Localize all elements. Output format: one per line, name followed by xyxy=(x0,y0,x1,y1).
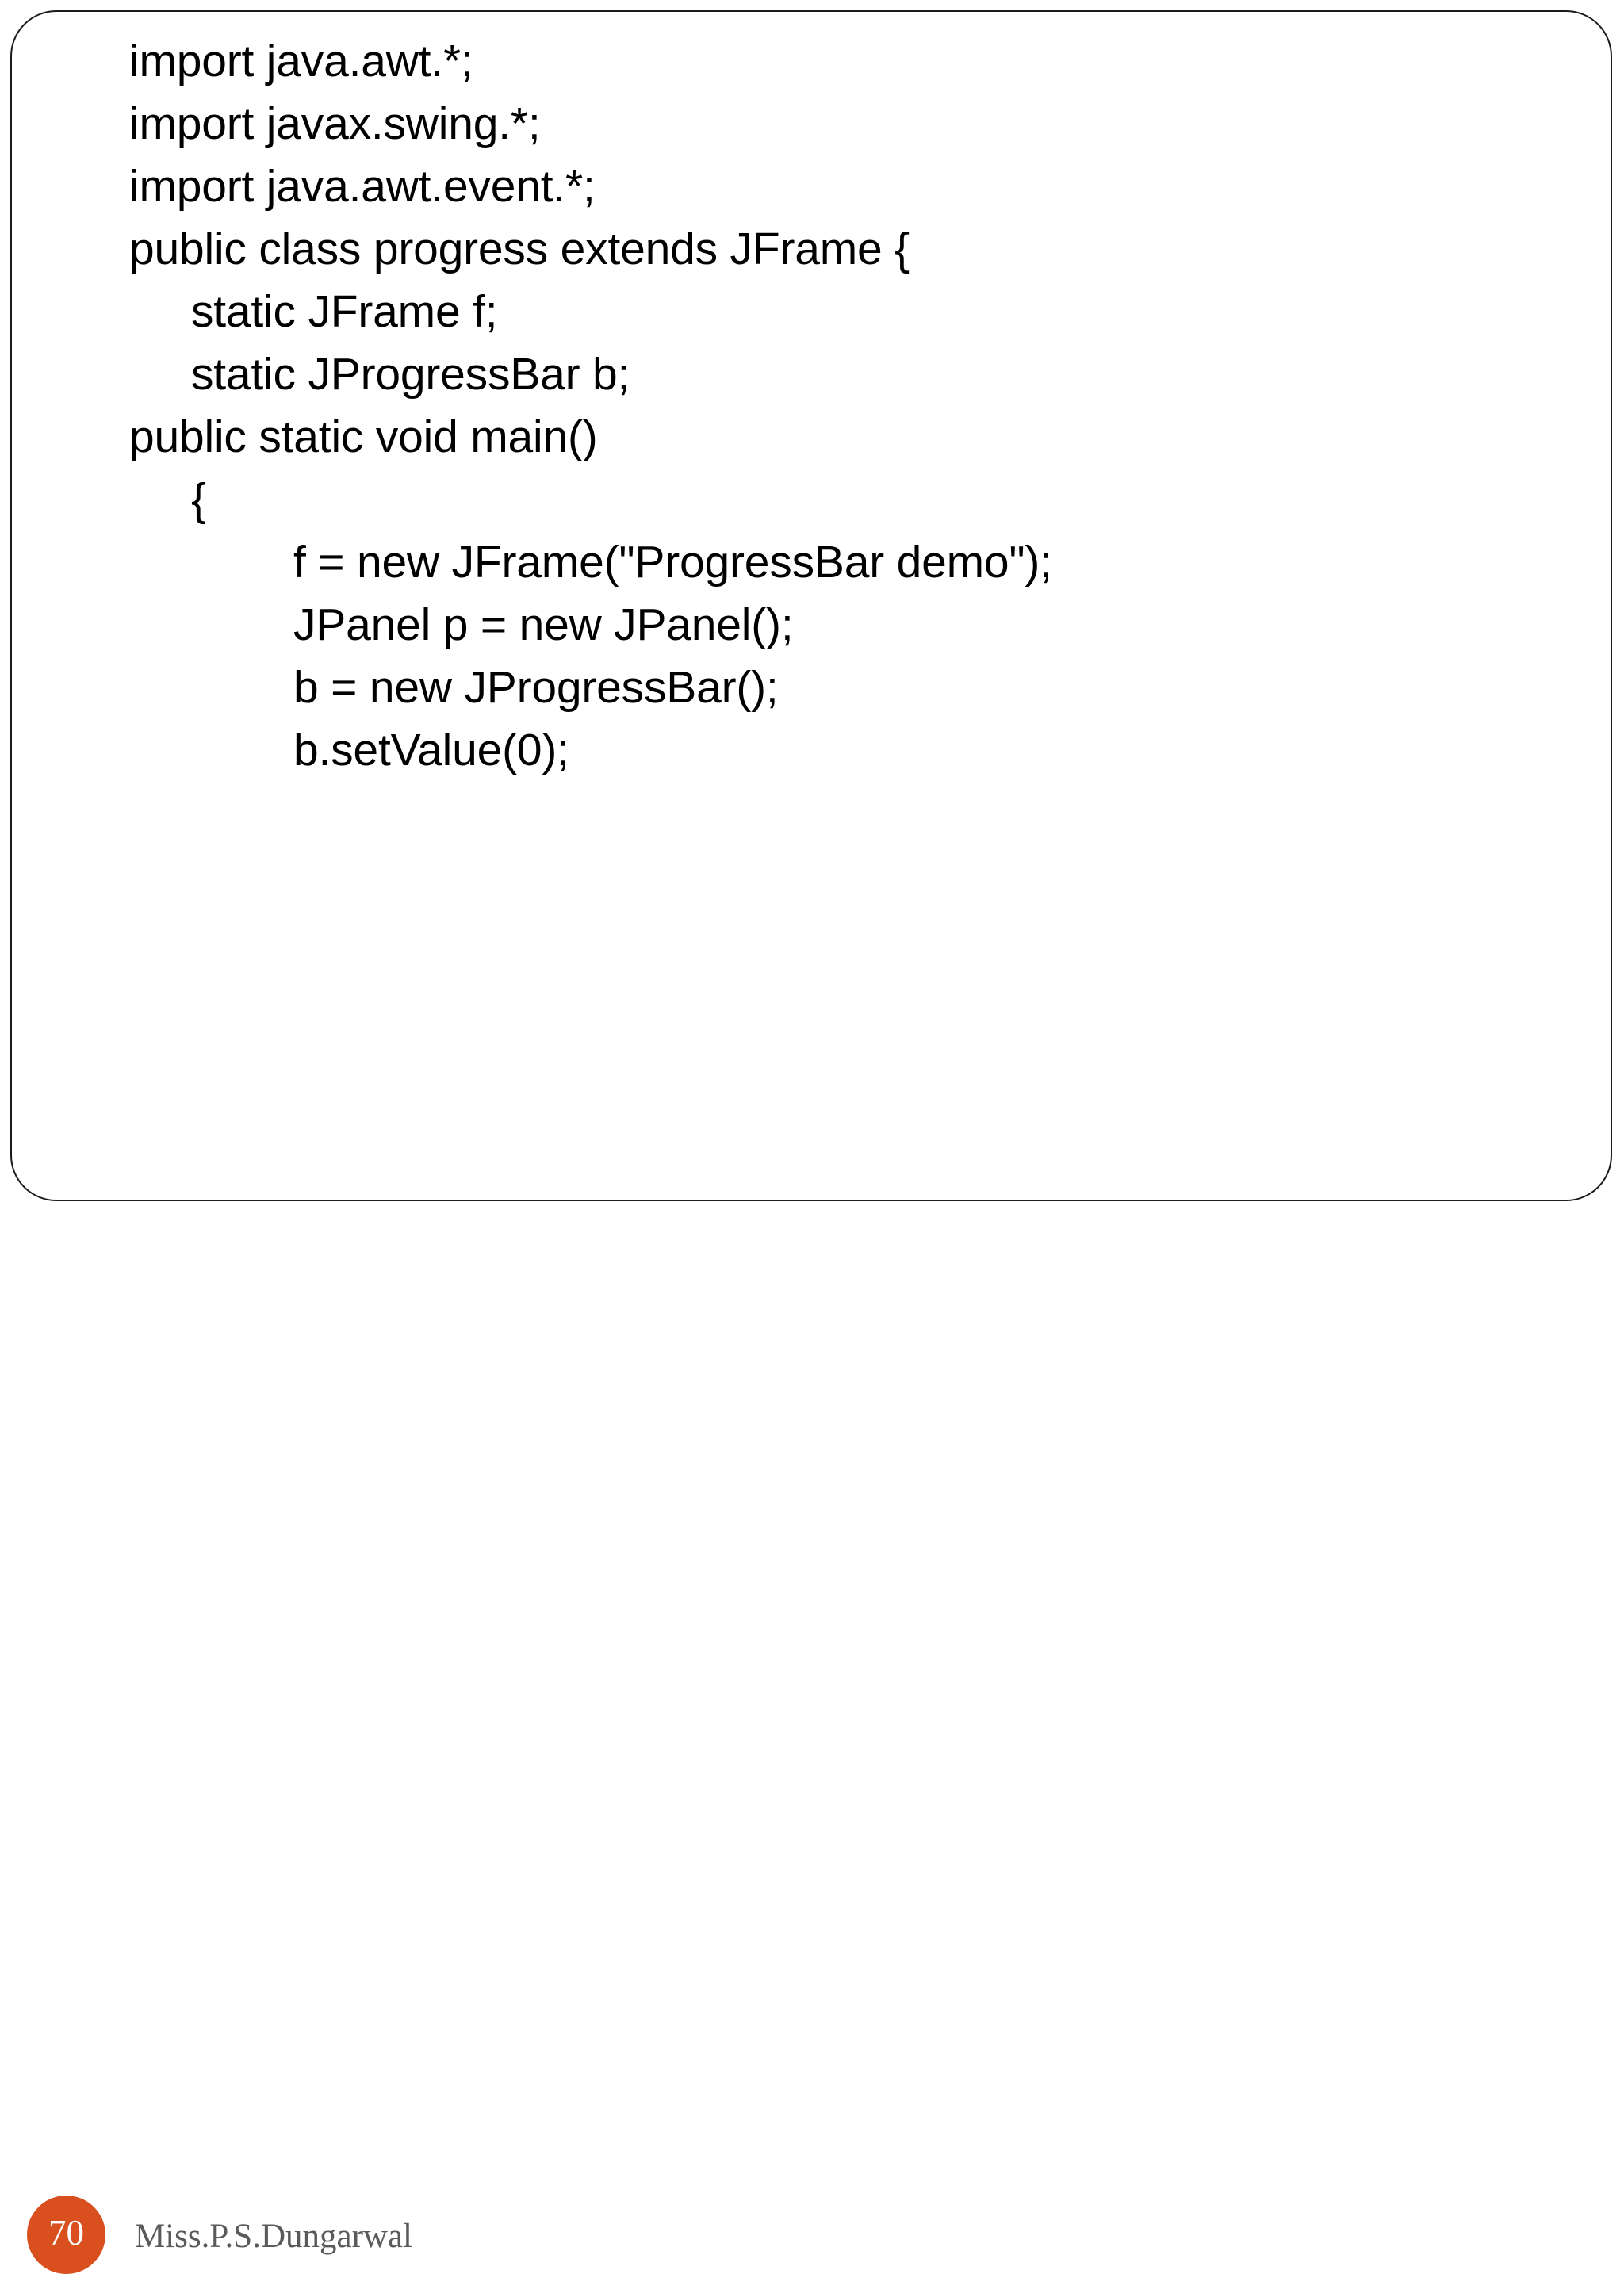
code-line: b.setValue(0); xyxy=(293,725,569,775)
code-line: { xyxy=(191,474,206,525)
code-line: static JProgressBar b; xyxy=(191,349,630,400)
code-line: import java.awt.*; xyxy=(129,36,473,86)
code-line: static JFrame f; xyxy=(191,286,498,337)
slide-number-label: 70 xyxy=(48,2213,84,2253)
code-line: public static void main() xyxy=(129,412,598,462)
slide-number-badge: 70 xyxy=(27,2196,105,2274)
code-block: import java.awt.*; import javax.swing.*;… xyxy=(0,30,1624,782)
code-line: import java.awt.event.*; xyxy=(129,161,596,212)
code-line: JPanel p = new JPanel(); xyxy=(293,599,794,650)
code-line: f = new JFrame("ProgressBar demo"); xyxy=(293,537,1052,588)
code-line: public class progress extends JFrame { xyxy=(129,224,910,274)
footer-author-label: Miss.P.S.Dungarwal xyxy=(135,2218,413,2255)
code-line: b = new JProgressBar(); xyxy=(293,662,779,713)
presentation-slide: import java.awt.*; import javax.swing.*;… xyxy=(0,10,1624,2274)
code-line: import javax.swing.*; xyxy=(129,98,541,149)
slide-footer: 70 Miss.P.S.Dungarwal xyxy=(0,1091,1624,2274)
